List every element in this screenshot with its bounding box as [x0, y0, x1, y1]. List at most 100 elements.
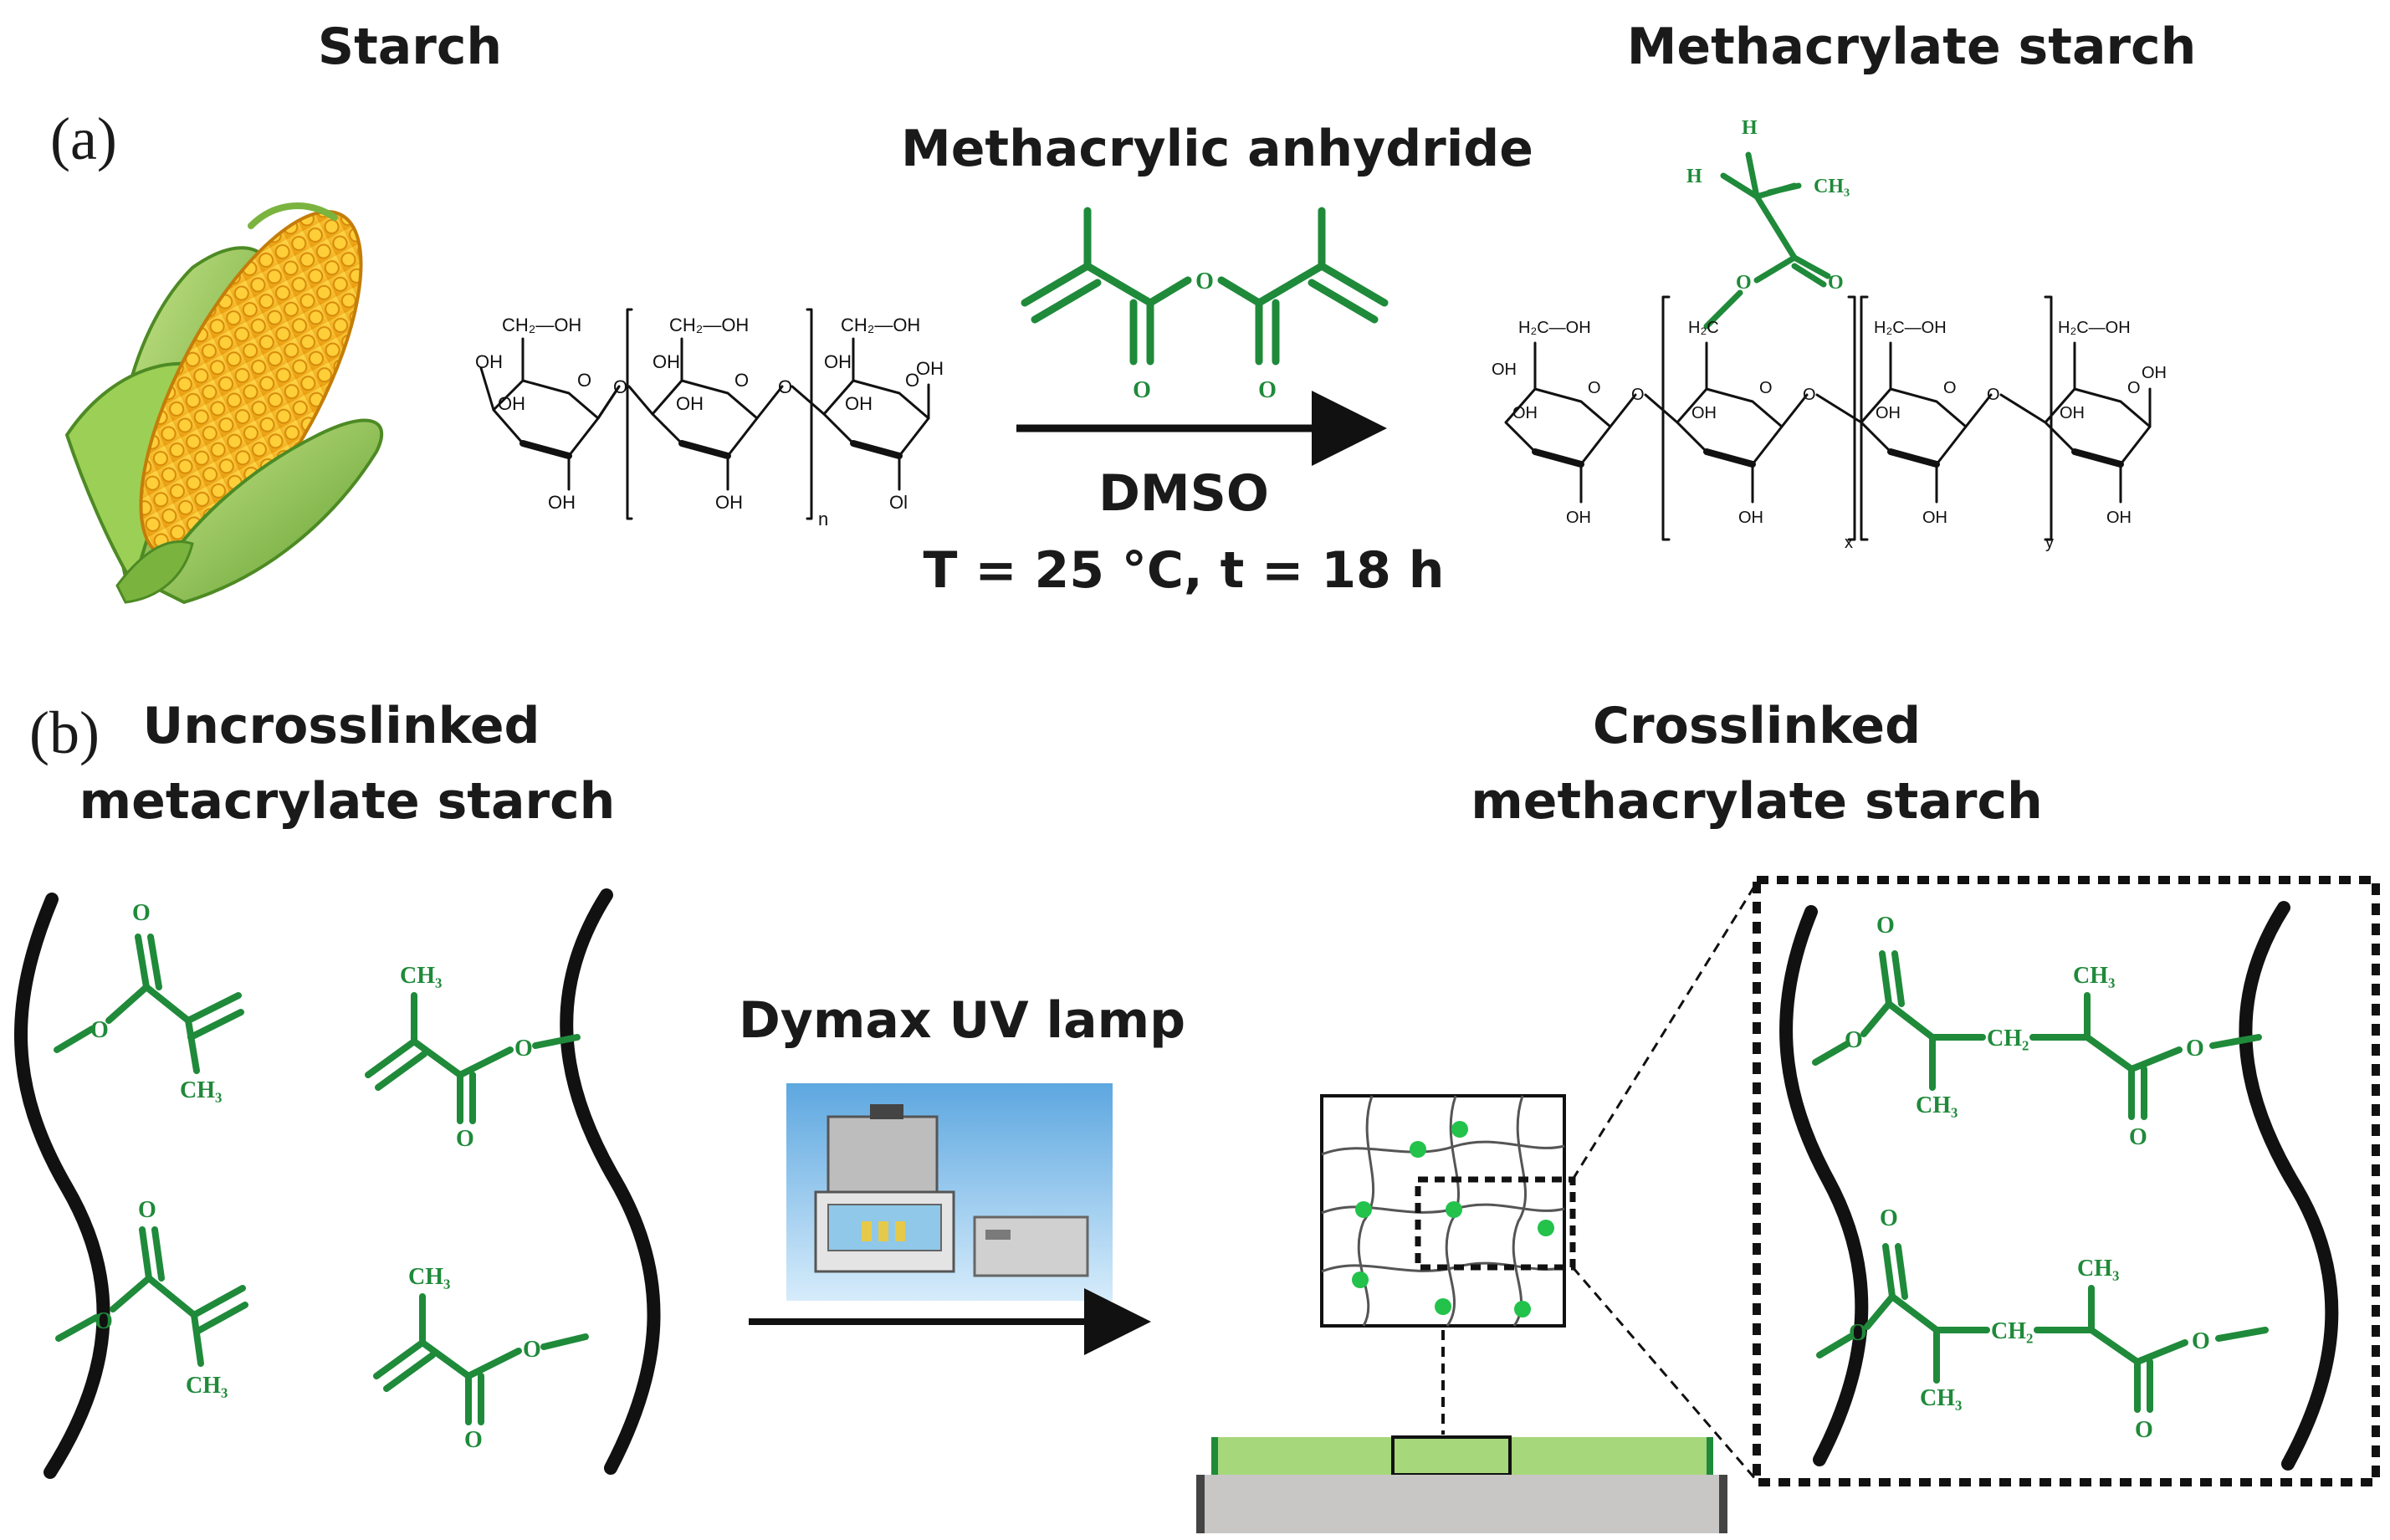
atom-o: O	[464, 1427, 483, 1453]
atom-o: O	[577, 370, 591, 391]
atom-h: H	[1742, 117, 1758, 139]
atom-o: O	[95, 1308, 113, 1334]
methacrylate-starch-structure: H H CH₃ O O H₂C—OH H₂C H₂C—OH H₂C—OH OH …	[1492, 117, 2167, 552]
atom-ch2: CH₂	[1987, 1026, 2029, 1051]
atom-ch3: CH₃	[186, 1373, 228, 1399]
atom-o: O	[1759, 379, 1773, 397]
atom-o: O	[2127, 379, 2141, 397]
atom-o: O	[1828, 272, 1844, 294]
atom-o: O	[2129, 1124, 2147, 1150]
atom-ch3: CH₃	[1814, 176, 1850, 197]
atom-o: O	[1258, 377, 1277, 403]
methacrylate-starch-heading: Methacrylate starch	[1627, 18, 2197, 76]
atom-oh: OH	[824, 351, 852, 372]
atom-o: O	[2192, 1328, 2210, 1354]
substrate-icon	[1196, 1435, 1727, 1533]
atom-ch3: CH₃	[1916, 1092, 1958, 1118]
crosslinked-heading-line1: Crosslinked	[1593, 697, 1921, 755]
subscript-x: x	[1845, 534, 1853, 552]
atom-oh: OH	[475, 351, 503, 372]
atom-o: O	[1631, 386, 1645, 404]
atom-o: O	[1736, 272, 1752, 294]
atom-oh: OH	[2060, 404, 2085, 422]
atom-oh: OH	[1512, 404, 1538, 422]
atom-h: H	[1686, 166, 1702, 187]
network-icon	[1320, 1094, 1576, 1328]
atom-o: O	[2135, 1417, 2153, 1443]
atom-ch3: CH₃	[1920, 1385, 1962, 1411]
atom-o: O	[778, 376, 792, 397]
atom-o: O	[905, 370, 919, 391]
subscript-n: n	[818, 509, 828, 530]
atom-o: O	[1803, 386, 1816, 404]
atom-o: O	[2186, 1036, 2204, 1062]
atom-ch3: CH₃	[400, 963, 442, 989]
atom-ch2oh: CH₂—OH	[669, 315, 749, 335]
conditions-label: T = 25 °C, t = 18 h	[924, 541, 1445, 600]
atom-oh: OH	[1691, 404, 1717, 422]
atom-oh: OH	[916, 358, 944, 379]
atom-o: O	[1880, 1205, 1898, 1231]
zoom-line	[1571, 882, 1758, 1180]
atom-oh: OH	[2142, 364, 2167, 382]
atom-o: O	[1849, 1320, 1867, 1346]
atom-ch3: CH₃	[2077, 1256, 2119, 1282]
atom-o: O	[523, 1337, 541, 1363]
atom-o: O	[1845, 1027, 1863, 1053]
corn-icon	[64, 202, 383, 605]
atom-ol: Ol	[889, 492, 908, 513]
zoom-line	[1571, 1266, 1758, 1481]
subscript-y: y	[2045, 534, 2054, 552]
uv-lamp-photo	[786, 1083, 1113, 1301]
panel-label-b: (b)	[29, 699, 100, 766]
atom-oh: OH	[676, 393, 704, 414]
atom-ch3: CH₃	[2073, 963, 2115, 989]
atom-oh: OH	[1566, 509, 1591, 527]
atom-ch3: CH₃	[408, 1264, 450, 1290]
atom-o: O	[613, 376, 627, 397]
atom-o: O	[132, 900, 151, 926]
atom-o: O	[456, 1126, 474, 1152]
uncrosslinked-heading-line2: metacrylate starch	[79, 772, 616, 831]
uncrosslinked-heading-line1: Uncrosslinked	[142, 697, 540, 755]
atom-ch2oh: CH₂—OH	[841, 315, 920, 335]
atom-h2coh: H₂C—OH	[1874, 319, 1947, 337]
methacrylic-anhydride-structure: O O O	[1021, 207, 1389, 403]
atom-oh: OH	[1738, 509, 1763, 527]
atom-oh: OH	[1492, 361, 1517, 379]
starch-heading: Starch	[318, 18, 502, 76]
atom-oh: OH	[1876, 404, 1901, 422]
starch-structure: CH₂—OH CH₂—OH CH₂—OH OH OH OH O O OH OH …	[475, 308, 944, 530]
atom-oh: OH	[548, 492, 576, 513]
atom-oh: OH	[1922, 509, 1947, 527]
panel-label-a: (a)	[50, 105, 117, 172]
atom-o: O	[90, 1017, 109, 1043]
atom-o: O	[1195, 269, 1214, 294]
atom-o: O	[1133, 377, 1151, 403]
atom-oh: OH	[498, 393, 525, 414]
atom-oh: OH	[845, 393, 873, 414]
uncrosslinked-chains: O O CH₃ CH₃ O O O O CH₃ CH₃ O O	[14, 888, 661, 1479]
atom-ch2: CH₂	[1991, 1318, 2033, 1344]
atom-o: O	[1987, 386, 2000, 404]
crosslinked-heading-line2: methacrylate starch	[1471, 772, 2042, 831]
atom-h2coh: H₂C—OH	[2058, 319, 2131, 337]
crosslinked-zoom-box: O O CH₃ CH₂ CH₃ O O O O CH₃ CH₂ CH₃ O O	[1753, 876, 2380, 1486]
atom-oh: OH	[2106, 509, 2132, 527]
uv-lamp-label: Dymax UV lamp	[739, 991, 1185, 1050]
atom-oh: OH	[653, 351, 680, 372]
atom-o: O	[514, 1036, 533, 1062]
atom-ch3: CH₃	[180, 1077, 222, 1103]
solvent-label: DMSO	[1098, 464, 1269, 523]
atom-oh: OH	[715, 492, 743, 513]
atom-ch2oh: CH₂—OH	[502, 315, 581, 335]
atom-o: O	[1943, 379, 1957, 397]
atom-h2c: H₂C	[1688, 319, 1719, 337]
atom-o: O	[1876, 913, 1895, 939]
atom-o: O	[734, 370, 749, 391]
methacrylic-anhydride-heading: Methacrylic anhydride	[901, 120, 1533, 178]
atom-o: O	[138, 1197, 156, 1223]
atom-o: O	[1588, 379, 1601, 397]
atom-h2coh: H₂C—OH	[1518, 319, 1591, 337]
